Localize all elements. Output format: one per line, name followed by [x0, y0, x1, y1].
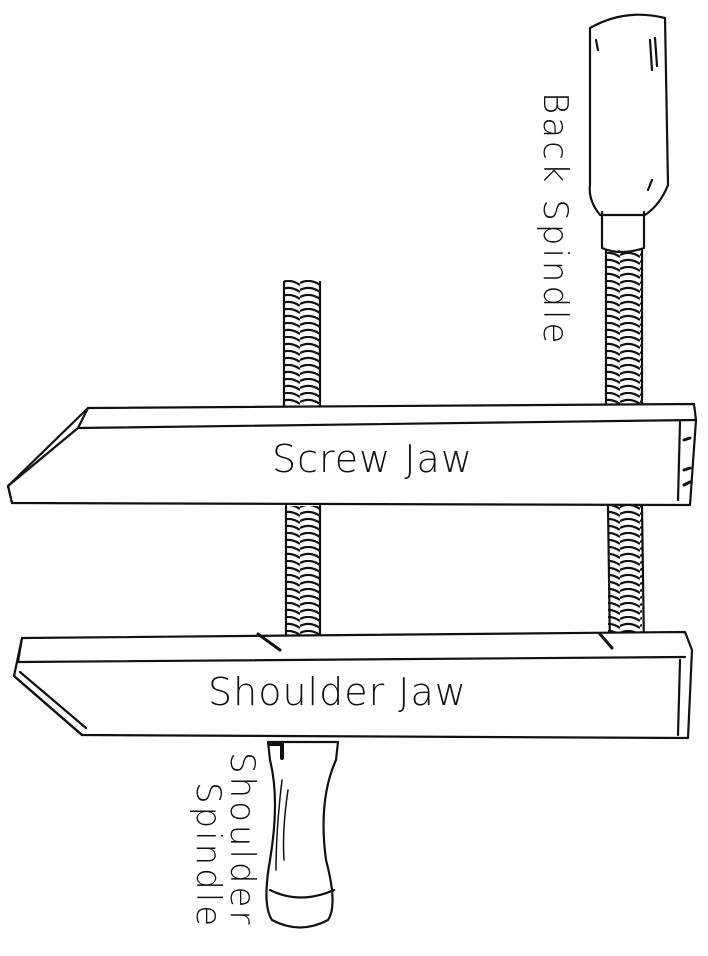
shoulder-jaw	[12, 630, 694, 740]
back-spindle-label: Back Spindle	[535, 92, 575, 347]
center-spindle-thread-middle	[286, 506, 320, 646]
screw-jaw	[6, 402, 698, 507]
center-spindle-thread-upper	[284, 280, 320, 410]
back-spindle-handle	[588, 13, 670, 254]
back-spindle-thread-middle	[608, 506, 642, 648]
screw-jaw-label: Screw Jaw	[272, 437, 473, 481]
shoulder-spindle-label-line1: Shoulder	[222, 752, 262, 928]
shoulder-spindle-handle	[265, 740, 340, 929]
shoulder-spindle-label-line2: Spindle	[188, 782, 228, 930]
back-spindle-thread-upper	[606, 250, 642, 418]
shoulder-jaw-label: Shoulder Jaw	[208, 670, 467, 714]
